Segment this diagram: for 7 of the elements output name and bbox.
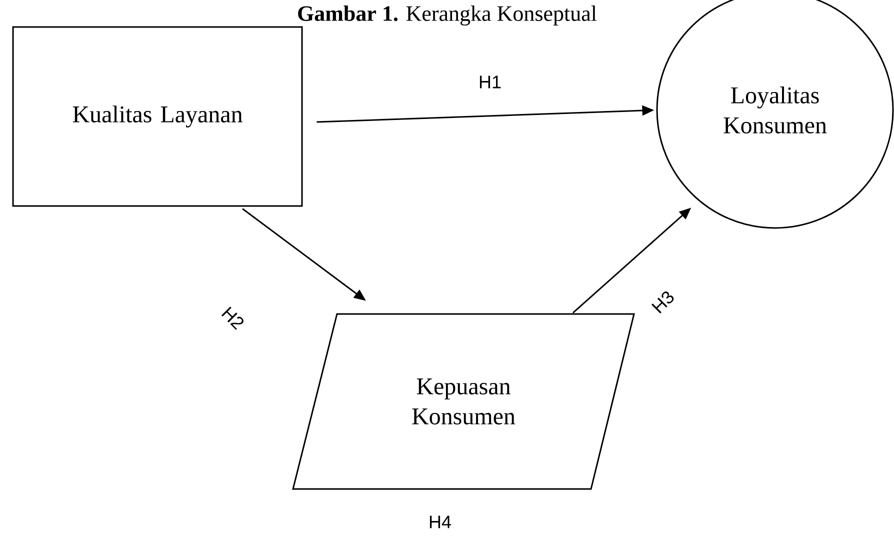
- edge-label: H2: [221, 306, 244, 330]
- variable-parallelogram: Kepuasan Konsumen: [292, 313, 635, 490]
- hypothesis-label: H4: [430, 516, 451, 528]
- figure-title: Gambar 1. Kerangka Konseptual: [298, 6, 597, 26]
- edge-label: H1: [480, 76, 501, 88]
- edge-label: H3: [652, 292, 674, 314]
- variable-box: Kualitas Layanan: [12, 26, 303, 207]
